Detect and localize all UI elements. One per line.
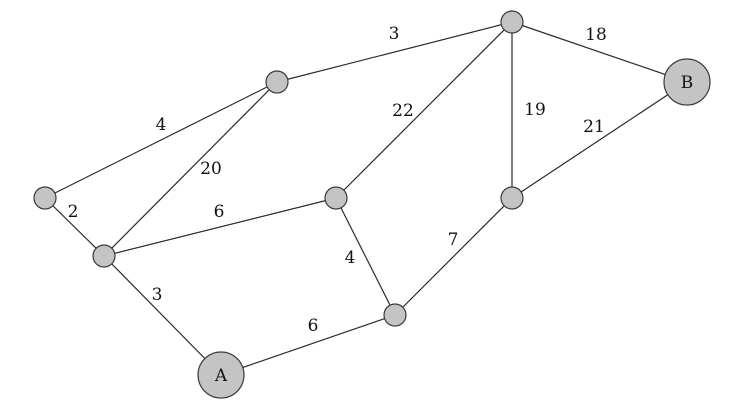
edge-n_top-n_center — [335, 21, 513, 199]
node-circle-A — [197, 351, 245, 399]
node-n_topleft — [265, 70, 289, 94]
node-n_top — [500, 10, 524, 34]
node-circle-n_top — [500, 10, 524, 34]
node-circle-n_left — [33, 186, 57, 210]
edge-n_center-n_bottom — [335, 197, 396, 316]
edge-n_left-n_topleft — [44, 81, 278, 199]
edge-weight-n_left-n_topleft: 4 — [156, 115, 167, 135]
edge-n_top-B — [511, 21, 688, 83]
graph-edges — [44, 21, 688, 376]
edge-weight-labels: 4 2 3 20 18 22 19 21 6 3 4 7 6 — [68, 24, 607, 336]
edge-weight-n_hub-A: 3 — [152, 285, 163, 305]
node-n_hub — [92, 244, 116, 268]
node-circle-n_bottom — [383, 303, 407, 327]
graph-nodes: AB — [33, 10, 711, 399]
node-circle-n_topleft — [265, 70, 289, 94]
node-n_left — [33, 186, 57, 210]
edge-weight-n_top-B: 18 — [585, 25, 607, 45]
edge-weight-n_top-n_right: 19 — [524, 100, 546, 120]
node-circle-n_center — [324, 186, 348, 210]
edge-n_left-n_hub — [44, 197, 105, 257]
edge-n_right-n_bottom — [394, 197, 513, 316]
edge-A-n_bottom — [220, 314, 396, 376]
node-n_right — [500, 186, 524, 210]
edge-n_hub-A — [103, 255, 222, 376]
edge-weight-n_center-n_bottom: 4 — [345, 248, 356, 268]
edge-weight-n_hub-n_center: 6 — [214, 202, 225, 222]
edge-weight-n_topleft-n_top: 3 — [389, 24, 400, 44]
node-circle-n_hub — [92, 244, 116, 268]
edge-n_hub-n_center — [103, 197, 337, 257]
node-B: B — [663, 58, 711, 106]
node-n_bottom — [383, 303, 407, 327]
edge-weight-A-n_bottom: 6 — [308, 316, 319, 336]
node-n_center — [324, 186, 348, 210]
edge-weight-n_right-n_bottom: 7 — [448, 230, 459, 250]
edge-weight-n_top-n_center: 22 — [392, 101, 414, 121]
node-circle-n_right — [500, 186, 524, 210]
node-label-A: A — [214, 366, 228, 386]
edge-n_right-B — [511, 81, 688, 199]
node-A: A — [197, 351, 245, 399]
edge-weight-n_topleft-n_hub: 20 — [200, 159, 222, 179]
node-label-B: B — [681, 73, 694, 93]
edge-weight-n_left-n_hub: 2 — [68, 202, 79, 222]
node-circle-B — [663, 58, 711, 106]
edge-n_topleft-n_top — [276, 21, 513, 83]
edge-weight-n_right-B: 21 — [583, 117, 605, 137]
edge-n_topleft-n_hub — [103, 81, 278, 257]
